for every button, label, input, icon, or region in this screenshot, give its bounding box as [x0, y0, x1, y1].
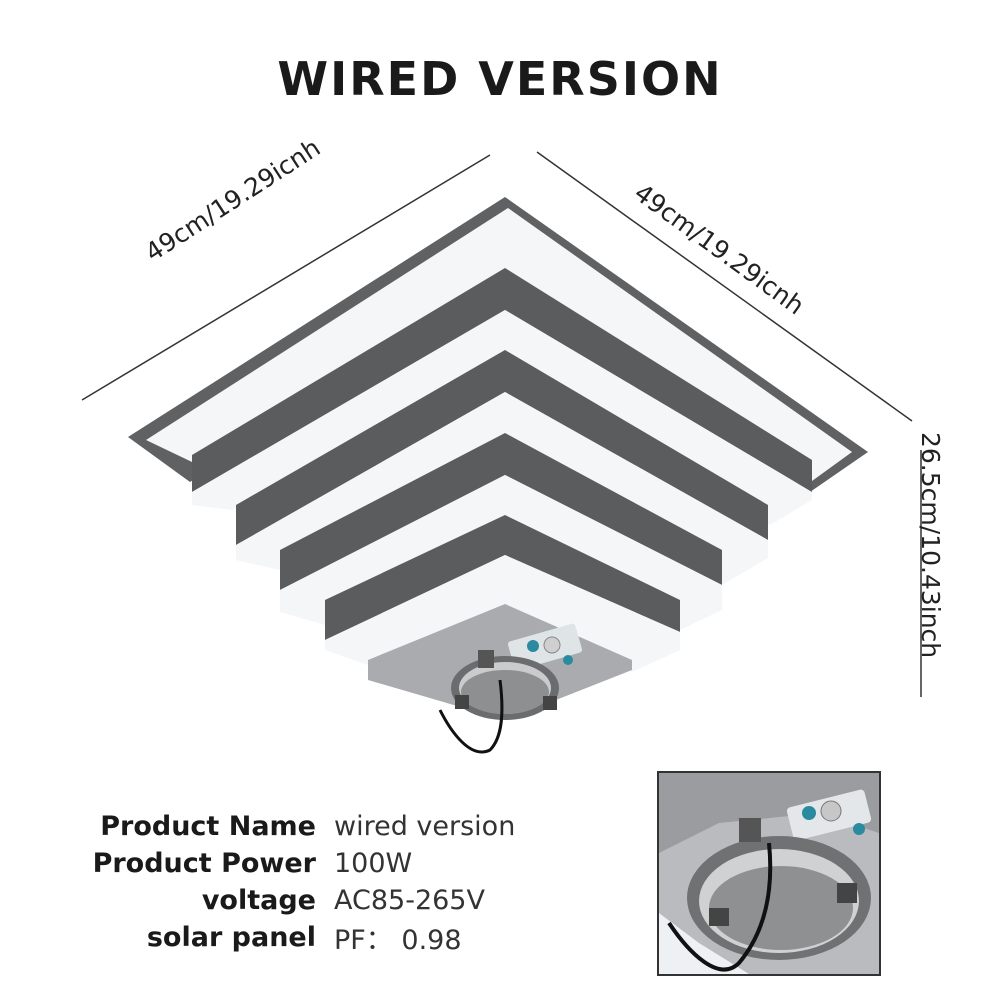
sensor-indicator-2: [563, 655, 573, 665]
detail-sensor-eye: [820, 800, 842, 822]
tier-3-band: [280, 433, 722, 590]
spec-row: voltage AC85-265V: [90, 882, 515, 919]
mounting-ring-hole: [461, 670, 549, 714]
power-cable: [438, 679, 504, 754]
spec-row: Product Name wired version: [90, 808, 515, 845]
spec-value: AC85-265V: [334, 885, 485, 916]
sensor-eye: [543, 636, 561, 654]
dimension-height: 26.5cm/10.43inch: [916, 432, 945, 659]
detail-cable: [667, 842, 773, 972]
spec-row: Product Power 100W: [90, 845, 515, 882]
mount-clip-2: [455, 695, 469, 709]
spec-table: Product Name wired version Product Power…: [90, 808, 516, 956]
spec-label: voltage: [201, 885, 316, 916]
spec-row: solar panel PF： 0.98: [90, 919, 515, 956]
spec-value: wired version: [334, 811, 516, 842]
tier-2-band: [236, 350, 768, 545]
dimension-line-right: [536, 151, 913, 422]
spec-label: solar panel: [146, 922, 316, 953]
sensor-indicator: [527, 640, 539, 652]
spec-label: Product Name: [100, 811, 316, 842]
detail-mount-clip-2: [709, 908, 729, 926]
detail-mount-clip: [739, 818, 761, 842]
spec-value: 100W: [334, 848, 413, 879]
tier-4-band: [325, 515, 680, 640]
spec-label: Product Power: [92, 848, 316, 879]
detail-sensor-indicator-2: [853, 823, 865, 835]
detail-mount-clip-3: [837, 883, 857, 903]
dimension-line-left: [81, 154, 491, 401]
detail-sensor-indicator: [802, 806, 816, 820]
page-title: WIRED VERSION: [277, 52, 723, 106]
detail-inset: [657, 771, 881, 976]
mount-clip: [478, 650, 494, 668]
mount-clip-3: [543, 696, 557, 710]
detail-ring-hole: [709, 866, 853, 950]
spec-value: PF： 0.98: [334, 925, 462, 956]
detail-image: [659, 773, 879, 974]
